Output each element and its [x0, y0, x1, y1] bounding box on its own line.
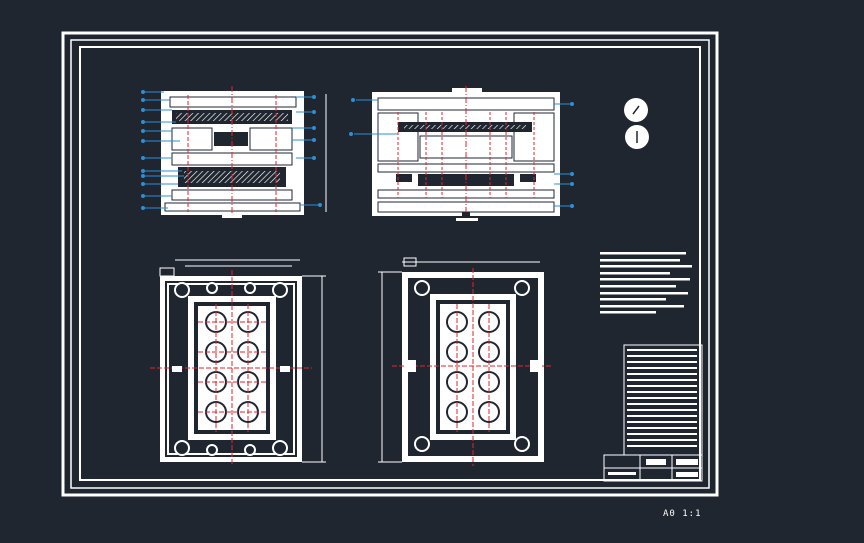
section-view-right [349, 86, 574, 221]
technical-notes [600, 252, 692, 314]
sheet-frame [61, 31, 719, 497]
parts-list [623, 344, 703, 456]
section-view-left [141, 86, 327, 218]
ballot-circle-icon [624, 98, 648, 122]
plan-view-right [378, 257, 552, 466]
section-symbol-icon [625, 125, 649, 149]
sheet-scale-label: A0 1:1 [663, 509, 702, 519]
plan-view-left [150, 259, 326, 466]
title-block [603, 454, 703, 482]
